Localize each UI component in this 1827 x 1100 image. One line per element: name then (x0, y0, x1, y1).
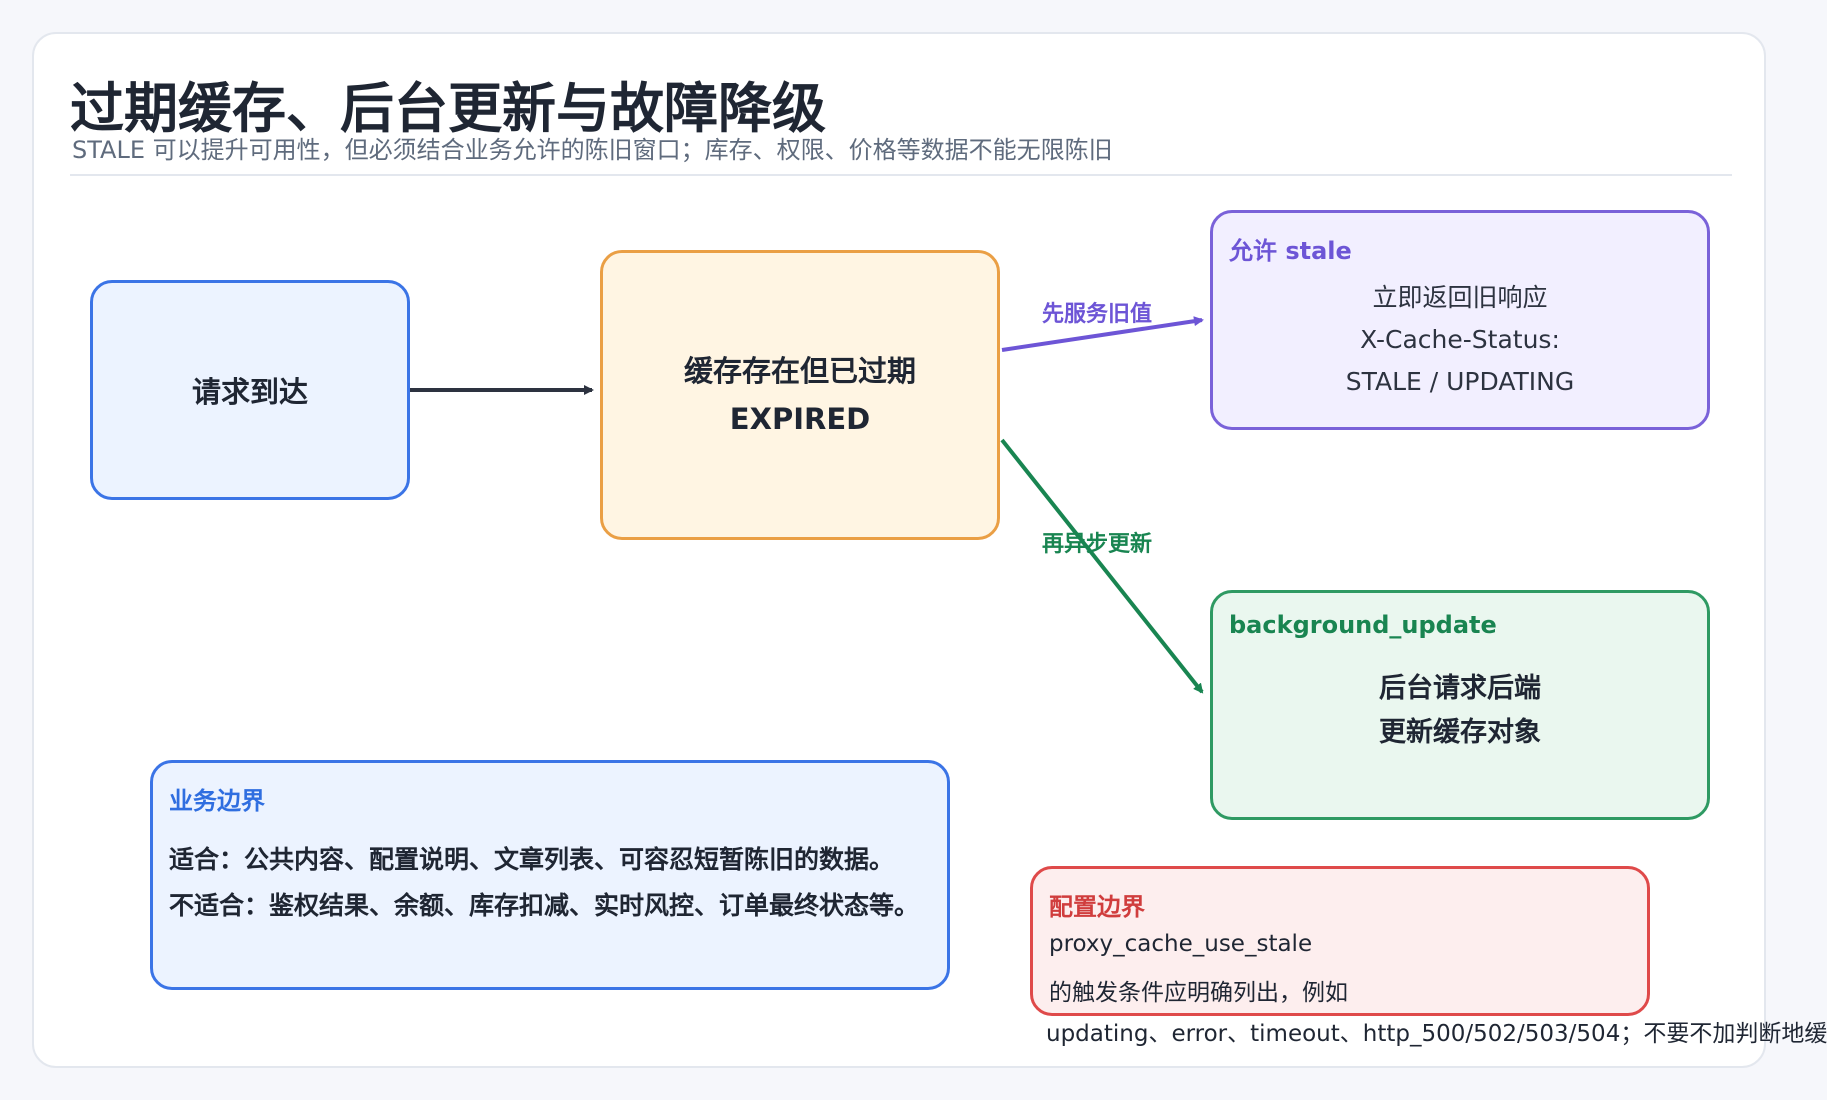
note-business-unsuitable: 不适合：鉴权结果、余额、库存扣减、实时风控、订单最终状态等。 (169, 891, 920, 920)
note-config-title: 配置边界 (1049, 893, 1145, 921)
node-stale-line3: STALE / UPDATING (1345, 367, 1575, 396)
node-background-title: background_update (1229, 611, 1497, 639)
page-subtitle: STALE 可以提升可用性，但必须结合业务允许的陈旧窗口；库存、权限、价格等数据… (72, 136, 1113, 164)
edge-label-serve-old: 先服务旧值 (1042, 302, 1153, 327)
node-allow-stale: 允许 stale 立即返回旧响应 X-Cache-Status: STALE /… (1210, 210, 1710, 430)
node-cache-expired: 缓存存在但已过期 EXPIRED (600, 250, 1000, 540)
node-stale-line1: 立即返回旧响应 (1372, 283, 1548, 312)
node-background-line2: 更新缓存对象 (1379, 717, 1541, 748)
page-title: 过期缓存、后台更新与故障降级 (70, 77, 826, 140)
node-stale-body: 立即返回旧响应 X-Cache-Status: STALE / UPDATING (1213, 277, 1707, 403)
note-config-conditions: updating、error、timeout、http_500/502/503/… (1046, 1021, 1827, 1047)
node-background-update: background_update 后台请求后端 更新缓存对象 (1210, 590, 1710, 820)
node-background-line1: 后台请求后端 (1379, 673, 1541, 704)
node-stale-line2: X-Cache-Status: (1360, 325, 1560, 354)
note-business-title: 业务边界 (169, 787, 265, 815)
edge-label-async-update: 再异步更新 (1042, 532, 1153, 557)
title-divider (70, 174, 1732, 176)
note-config-boundary: 配置边界 proxy_cache_use_stale 的触发条件应明确列出，例如 (1030, 866, 1650, 1016)
node-stale-title: 允许 stale (1229, 237, 1352, 265)
node-request-label: 请求到达 (191, 375, 308, 409)
note-config-directive: proxy_cache_use_stale (1049, 931, 1313, 957)
note-config-desc: 的触发条件应明确列出，例如 (1049, 980, 1348, 1006)
note-business-suitable: 适合：公共内容、配置说明、文章列表、可容忍短暂陈旧的数据。 (169, 845, 895, 874)
node-expired-line1: 缓存存在但已过期 (683, 354, 916, 388)
node-background-body: 后台请求后端 更新缓存对象 (1213, 667, 1707, 755)
node-expired-line2: EXPIRED (729, 402, 871, 436)
note-business-boundary: 业务边界 适合：公共内容、配置说明、文章列表、可容忍短暂陈旧的数据。 不适合：鉴… (150, 760, 950, 990)
note-business-body: 适合：公共内容、配置说明、文章列表、可容忍短暂陈旧的数据。 不适合：鉴权结果、余… (169, 837, 937, 929)
node-request-arrives: 请求到达 (90, 280, 410, 500)
